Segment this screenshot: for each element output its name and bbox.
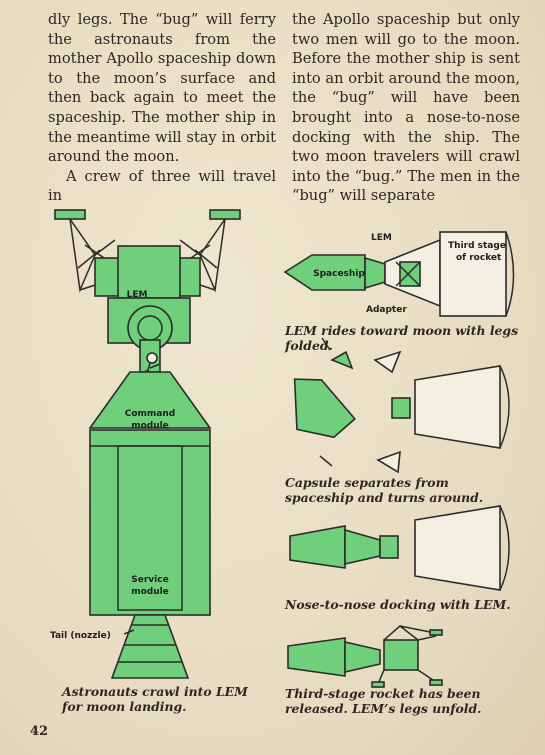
adapter-open [414, 365, 501, 449]
caption-third-stage-released: Third-stage rocket has been released. LE… [285, 686, 482, 716]
panel-capsule-separates [293, 337, 510, 474]
service-module-label-1: Service [131, 575, 168, 585]
lem-footpad-left [54, 209, 86, 220]
capsule-tilted [293, 378, 356, 439]
caption-lem-rides: LEM rides toward moon with legs folded. [285, 323, 519, 353]
lem-unfolded [383, 639, 419, 671]
spaceship-label: Spaceship [313, 269, 365, 279]
panel-third-stage-released [287, 625, 443, 688]
third-stage-label-2: of rocket [456, 253, 502, 263]
caption-docking: Nose-to-nose docking with LEM. [285, 597, 511, 612]
command-module-label-1: Command [125, 409, 175, 419]
service-module-label-2: module [131, 587, 169, 597]
third-stage-label-1: Third stage [448, 241, 506, 251]
command-module-label-2: module [131, 421, 169, 431]
panel-lem-rides: Spaceship LEM Third stage of rocket Adap… [283, 231, 515, 317]
command-module [88, 371, 212, 429]
page-number: 42 [30, 724, 49, 739]
text-column-right: the Apollo spaceship but only two men wi… [292, 10, 520, 206]
panel-docking [289, 505, 510, 591]
spaceship-final [287, 637, 346, 677]
third-stage-shape [439, 231, 507, 317]
tail-label: Tail (nozzle) [50, 631, 111, 641]
lem-top-label: LEM [371, 233, 392, 243]
paragraph-left-2: A crew of three will travel in [48, 167, 276, 205]
apollo-stack-illustration: Command module Service module LEM Tail (… [50, 209, 241, 679]
lem-label: LEM [127, 290, 148, 300]
caption-astronauts-crawl: Astronauts crawl into LEM for moon landi… [62, 684, 248, 714]
service-module [89, 429, 211, 616]
lem-ascent-stage [117, 245, 181, 299]
paragraph-right-1: the Apollo spaceship but only two men wi… [292, 11, 520, 205]
paragraph-left-1: dly legs. The “bug” will ferry the astro… [48, 11, 276, 166]
text-column-left: dly legs. The “bug” will ferry the astro… [48, 10, 276, 206]
spaceship-docking [289, 525, 346, 569]
caption-capsule-separates: Capsule separates from spaceship and tur… [285, 475, 484, 505]
lem-footpad-right [209, 209, 241, 220]
adapter-label: Adapter [366, 305, 407, 315]
